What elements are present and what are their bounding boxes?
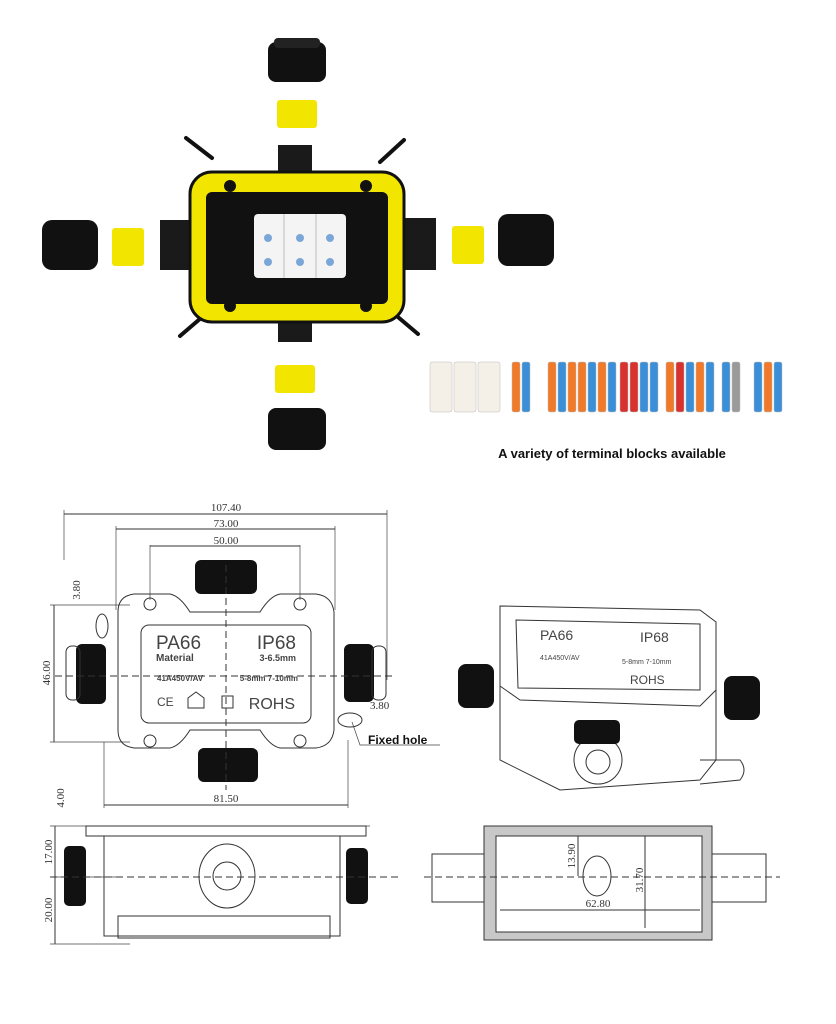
certification-icon	[221, 695, 234, 709]
terminal-block-variant	[619, 361, 659, 413]
label-electrical: 41A450V/AV	[157, 674, 204, 683]
dim-hole-offset: 3.80	[370, 700, 390, 712]
dim-base-width: 81.50	[214, 793, 239, 805]
terminal-caption: A variety of terminal blocks available	[498, 446, 726, 461]
side-view-drawing: 4.00 17.00 20.00	[43, 788, 400, 945]
label-cable-range-1: 3-6.5mm	[259, 653, 296, 663]
terminal-block-variant	[429, 361, 501, 413]
terminal-block-variant	[665, 361, 715, 413]
isometric-view-drawing: PA66 IP68 41A450V/AV 5-8mm 7-10mm ROHS	[458, 605, 760, 791]
iso-label-rating: IP68	[640, 629, 669, 645]
iso-label-rohs: ROHS	[630, 673, 665, 687]
dim-height: 46.00	[41, 660, 53, 685]
gland-cap-right	[498, 214, 554, 266]
terminal-block-variant	[577, 361, 617, 413]
exploded-product-view	[42, 38, 554, 450]
section-view-drawing: 13.90 31.70 62.80	[424, 825, 780, 941]
front-view-drawing: 107.40 73.00 50.00 46.00 3.80 PA66 Mater…	[41, 502, 440, 808]
seal-insert-top	[277, 100, 317, 128]
dim-top-offset: 3.80	[71, 580, 83, 600]
label-material: PA66	[156, 633, 201, 654]
terminal-block-variant	[511, 361, 531, 413]
ce-mark: CE	[157, 695, 174, 709]
terminal-block-variant	[721, 361, 741, 413]
gland-cap-top	[268, 38, 326, 82]
dim-lower: 20.00	[43, 897, 55, 922]
gland-cap-bottom	[268, 408, 326, 450]
label-rating: IP68	[257, 633, 296, 654]
iso-label-material: PA66	[540, 627, 573, 643]
dim-body-width: 73.00	[214, 518, 239, 530]
dim-upper: 17.00	[43, 839, 55, 864]
iso-label-electrical: 41A450V/AV	[540, 655, 580, 662]
dim-hole-spacing: 50.00	[214, 535, 239, 547]
label-cable-range-2: 5-8mm 7-10mm	[240, 674, 298, 683]
house-icon	[187, 691, 205, 709]
dim-flange: 4.00	[55, 788, 67, 808]
dim-inner-height: 31.70	[634, 867, 646, 892]
fixed-hole-callout: Fixed hole	[368, 733, 428, 747]
dim-overall-width: 107.40	[211, 502, 242, 514]
seal-insert-bottom	[275, 365, 315, 393]
label-material-sub: Material	[156, 653, 194, 664]
terminal-block	[254, 214, 346, 278]
terminal-block-variants	[429, 361, 783, 413]
label-rohs: ROHS	[249, 696, 295, 713]
dim-inner-width: 62.80	[586, 898, 611, 910]
seal-insert-left	[112, 228, 144, 266]
dim-center-height: 13.90	[566, 843, 578, 868]
terminal-block-variant	[547, 361, 577, 413]
seal-insert-right	[452, 226, 484, 264]
terminal-block-variant	[753, 361, 783, 413]
iso-label-cable-range: 5-8mm 7-10mm	[622, 659, 672, 666]
gland-cap-left	[42, 220, 98, 270]
